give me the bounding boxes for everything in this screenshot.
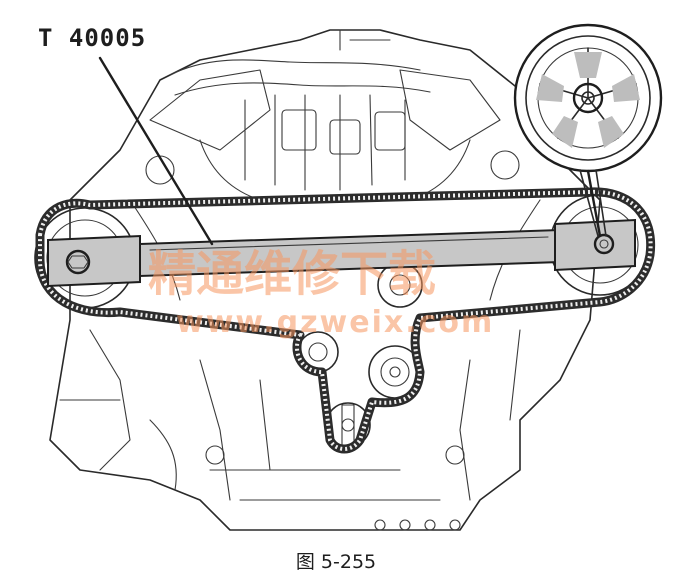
callout-leader	[586, 169, 602, 238]
tool-leader-line	[98, 56, 214, 246]
watermark-text: 精通维修下载	[148, 246, 436, 302]
watermark: 精通维修下载 www.gzweix.com	[148, 246, 494, 340]
timing-belt	[35, 187, 656, 454]
tool-callout: T 40005	[38, 24, 214, 246]
left-hex-bolt	[65, 249, 91, 275]
detail-callout	[513, 23, 663, 238]
watermark-url: www.gzweix.com	[176, 305, 494, 340]
tool-label: T 40005	[38, 24, 146, 52]
figure-caption: 图 5-255	[296, 551, 376, 573]
special-tool-bar	[47, 218, 636, 288]
right-locating-bolt	[593, 233, 615, 255]
